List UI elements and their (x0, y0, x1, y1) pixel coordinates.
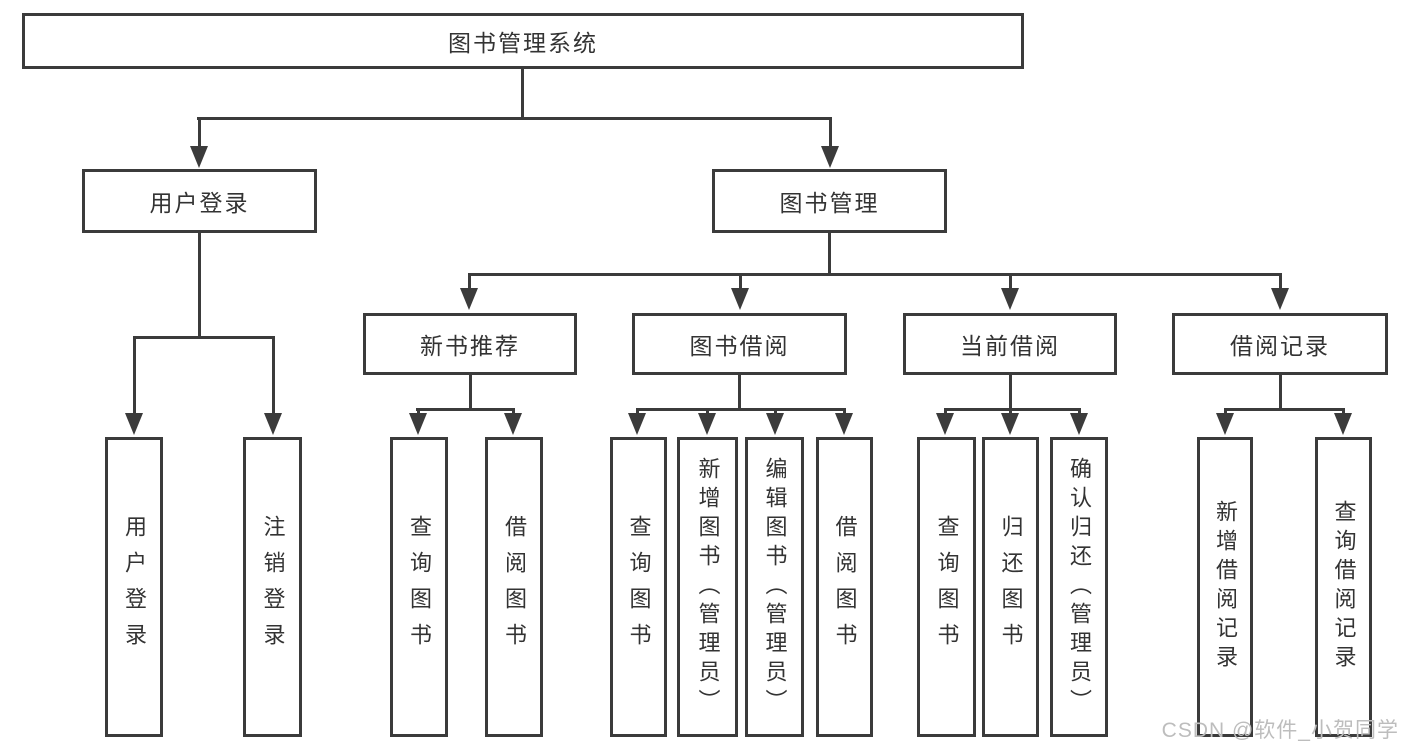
leaf-confirm-return-admin: 确认归还（管理员） (1050, 437, 1108, 737)
connector-line (197, 117, 831, 120)
arrow-down-icon (1278, 273, 1282, 288)
leaf-query-current-borrow: 查询图书 (917, 437, 976, 737)
leaf-query-book-label: 查询图书 (626, 515, 652, 659)
leaf-user-login-label: 用户登录 (122, 515, 147, 659)
arrow-down-icon (271, 336, 275, 413)
connector-line (1278, 375, 1282, 408)
arrow-down-icon (132, 336, 136, 413)
connector-line (197, 233, 201, 336)
leaf-add-book-admin: 新增图书（管理员） (677, 437, 738, 737)
leaf-query-book: 查询图书 (610, 437, 667, 737)
leaf-query-borrow-record: 查询借阅记录 (1315, 437, 1372, 737)
leaf-query-book-recommend: 查询图书 (390, 437, 448, 737)
connector-line (827, 233, 831, 273)
arrow-down-icon (1223, 408, 1227, 413)
arrow-down-icon (635, 408, 639, 413)
arrow-down-icon (1008, 273, 1012, 288)
leaf-add-borrow-record: 新增借阅记录 (1197, 437, 1253, 737)
node-book-borrow: 图书借阅 (632, 313, 847, 375)
node-new-book-recommend: 新书推荐 (363, 313, 577, 375)
connector-line (468, 375, 472, 408)
node-current-borrow-label: 当前借阅 (960, 333, 1060, 359)
node-new-book-recommend-label: 新书推荐 (420, 333, 520, 359)
leaf-add-book-admin-label: 新增图书（管理员） (695, 456, 721, 718)
leaf-query-current-borrow-label: 查询图书 (934, 515, 960, 659)
node-root: 图书管理系统 (22, 13, 1024, 69)
leaf-borrow-book-recommend: 借阅图书 (485, 437, 543, 737)
csdn-watermark: CSDN @软件_小贺同学 (1161, 719, 1399, 742)
arrow-down-icon (738, 273, 742, 288)
leaf-user-login: 用户登录 (105, 437, 163, 737)
arrow-down-icon (828, 117, 832, 146)
leaf-query-book-recommend-label: 查询图书 (407, 515, 432, 659)
arrow-down-icon (467, 273, 471, 288)
arrow-down-icon (943, 408, 947, 413)
node-book-management-label: 图书管理 (779, 190, 880, 216)
node-root-label: 图书管理系统 (448, 30, 598, 56)
leaf-add-borrow-record-label: 新增借阅记录 (1213, 500, 1238, 674)
arrow-down-icon (1341, 408, 1345, 413)
leaf-edit-book-admin: 编辑图书（管理员） (745, 437, 804, 737)
leaf-logout-label: 注销登录 (260, 515, 286, 659)
leaf-return-book-label: 归还图书 (998, 515, 1024, 659)
arrow-down-icon (197, 117, 201, 146)
leaf-borrow-book: 借阅图书 (816, 437, 873, 737)
arrow-down-icon (1008, 408, 1012, 413)
node-borrow-record: 借阅记录 (1172, 313, 1388, 375)
node-user-login: 用户登录 (82, 169, 317, 233)
node-borrow-record-label: 借阅记录 (1230, 333, 1330, 359)
leaf-edit-book-admin-label: 编辑图书（管理员） (762, 456, 788, 718)
leaf-borrow-book-recommend-label: 借阅图书 (502, 515, 527, 659)
arrow-down-icon (773, 408, 777, 413)
connector-line (467, 273, 1282, 276)
arrow-down-icon (416, 408, 420, 413)
node-current-borrow: 当前借阅 (903, 313, 1117, 375)
connector-line (521, 69, 524, 117)
connector-line (635, 408, 846, 411)
connector-line (1008, 375, 1012, 408)
leaf-logout: 注销登录 (243, 437, 302, 737)
arrow-down-icon (1077, 408, 1081, 413)
connector-line (943, 408, 1081, 411)
node-book-management: 图书管理 (712, 169, 947, 233)
node-book-borrow-label: 图书借阅 (689, 333, 790, 359)
connector-line (132, 336, 275, 339)
connector-line (1223, 408, 1345, 411)
arrow-down-icon (511, 408, 515, 413)
leaf-confirm-return-admin-label: 确认归还（管理员） (1067, 456, 1092, 718)
leaf-return-book: 归还图书 (982, 437, 1039, 737)
arrow-down-icon (705, 408, 709, 413)
leaf-borrow-book-label: 借阅图书 (832, 515, 858, 659)
connector-line (415, 408, 515, 411)
node-user-login-label: 用户登录 (149, 190, 250, 216)
arrow-down-icon (842, 408, 846, 413)
connector-line (737, 375, 741, 408)
leaf-query-borrow-record-label: 查询借阅记录 (1331, 500, 1357, 674)
